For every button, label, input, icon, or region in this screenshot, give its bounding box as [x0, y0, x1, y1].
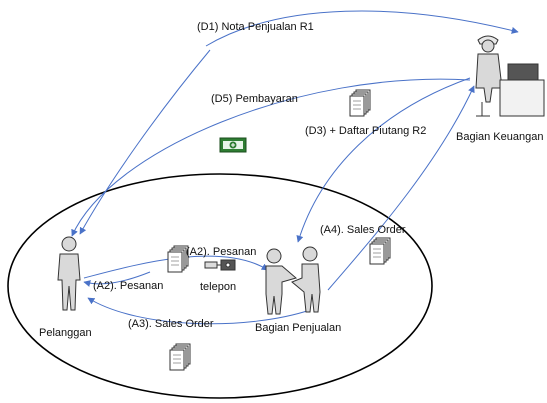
person-icon — [57, 236, 81, 311]
label-d1-nota-penjualan: (D1) Nota Penjualan R1 — [197, 21, 314, 33]
document-stack-icon — [167, 245, 189, 273]
label-d3-daftar-piutang: (D3) + Daftar Piutang R2 — [305, 125, 427, 137]
label-d5-pembayaran: (D5) Pembayaran — [211, 93, 298, 105]
label-a4-sales-order: (A4). Sales Order — [320, 224, 406, 236]
organization-boundary — [7, 173, 433, 399]
document-stack-icon — [169, 343, 191, 371]
document-stack-icon — [349, 89, 371, 117]
handshake-icon — [265, 246, 321, 315]
money-icon — [219, 137, 247, 153]
document-stack-icon — [369, 237, 391, 265]
arrow-a2-to-pelanggan — [83, 271, 151, 287]
arrow-d1-to-pelanggan — [79, 49, 211, 235]
label-a2-pesanan-left: (A2). Pesanan — [93, 280, 164, 292]
label-a2-pesanan-mid: (A2). Pesanan — [186, 246, 257, 258]
label-bagian-penjualan: Bagian Penjualan — [255, 322, 342, 334]
arrow-d5-pembayaran — [71, 78, 471, 237]
arrow-a4-sales-order — [327, 85, 475, 291]
label-telepon: telepon — [200, 281, 237, 293]
label-a3-sales-order: (A3). Sales Order — [128, 318, 214, 330]
arrow-a3-sales-order — [87, 297, 311, 325]
telephone-icon — [204, 259, 236, 271]
accountant-desk-icon — [475, 35, 545, 117]
label-pelanggan: Pelanggan — [39, 327, 92, 339]
arrow-d1-nota-penjualan — [205, 10, 519, 47]
label-bagian-keuangan: Bagian Keuangan — [456, 131, 544, 143]
arrow-d3-daftar-piutang — [296, 77, 471, 243]
